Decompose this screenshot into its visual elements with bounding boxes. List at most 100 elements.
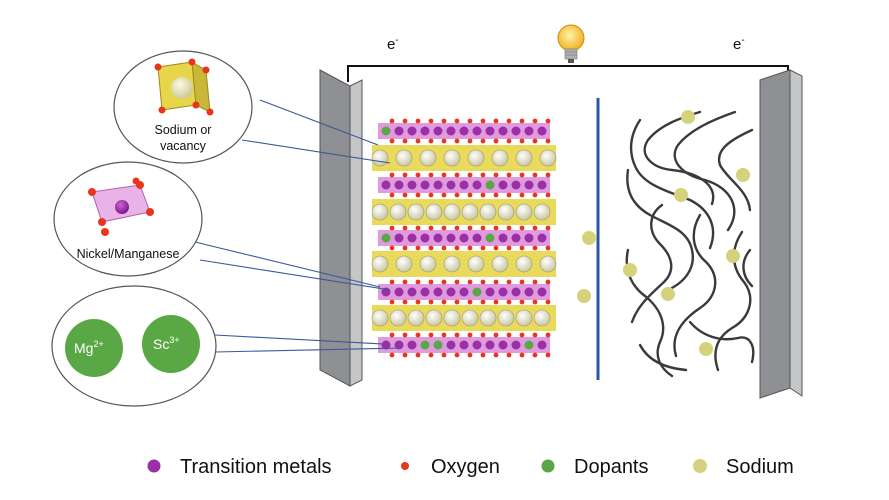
oxygen-atom [506,225,512,231]
oxygen-atom [454,225,460,231]
oxygen-atom [519,299,525,305]
transition-metal-atom [407,340,417,350]
oxygen-atom [493,172,499,178]
oxygen-atom [441,332,447,338]
oxygen-atom [467,245,473,251]
oxygen-atom [519,225,525,231]
transition-metal-atom [433,287,443,297]
electron-label-left: e- [387,35,399,53]
oxygen-atom [493,192,499,198]
oxygen-atom [480,225,486,231]
mg-dopant-badge: Mg2+ [65,319,123,377]
oxygen-atom [532,138,538,144]
transition-metal-atom [524,233,534,243]
oxygen-atom [428,332,434,338]
oxygen-atom [467,225,473,231]
oxygen-atom [532,225,538,231]
transition-metal-atom [446,233,456,243]
oxygen-atom [415,118,421,124]
cathode-electrode [319,69,363,387]
sodium-atom [425,203,443,221]
oxygen-atom [467,172,473,178]
transition-metal-atom [524,126,534,136]
oxygen-atom [441,172,447,178]
legend-label: Sodium [726,456,794,478]
oxygen-atom [519,352,525,358]
oxygen-atom [467,192,473,198]
sodium-atom [371,255,389,273]
oxygen-atom [467,279,473,285]
oxygen-atom [467,352,473,358]
oxygen-atom [506,118,512,124]
transition-metal-atom [394,233,404,243]
dopant-atom [485,180,495,190]
transition-metal-atom [459,180,469,190]
dopant-atom [485,233,495,243]
oxygen-atom [402,245,408,251]
oxygen-atom [428,299,434,305]
oxygen-atom [389,352,395,358]
oxygen-atom [532,172,538,178]
oxygen-atom [441,245,447,251]
sc-dopant-badge: Sc3+ [142,315,200,373]
oxygen-atom [506,332,512,338]
oxygen-atom [519,172,525,178]
oxygen-atom [402,172,408,178]
oxygen-atom [428,192,434,198]
oxygen-atom [415,279,421,285]
oxygen-atom [389,299,395,305]
dopant-atom [472,287,482,297]
sodium-atom [497,203,515,221]
oxygen-atom [415,352,421,358]
transition-metal-atom [537,180,547,190]
oxygen-atom [532,279,538,285]
oxygen-atom [402,299,408,305]
oxygen-atom [480,172,486,178]
legend-item-transition-metals: Transition metals [147,456,332,478]
oxygen-atom [545,138,551,144]
oxygen-atom [532,118,538,124]
transition-metal-atom [485,126,495,136]
oxygen-atom [506,299,512,305]
sodium-atom [407,203,425,221]
oxygen-atom [428,279,434,285]
oxygen-atom [493,225,499,231]
sodium-ions-free [577,110,750,356]
transition-metal-atom [394,126,404,136]
oxygen-atom [389,138,395,144]
oxygen-atom [428,118,434,124]
legend-label: Transition metals [180,456,332,478]
sodium-atom [407,309,425,327]
oxygen-atom [493,279,499,285]
circuit-wire [347,65,789,82]
oxygen-atom [415,225,421,231]
transition-metal-atom [394,340,404,350]
oxygen-atom [480,138,486,144]
oxygen-atom [480,332,486,338]
sodium-site-label-line2: vacancy [160,139,207,153]
oxygen-atom [441,118,447,124]
oxygen-atom [389,225,395,231]
oxygen-atom [480,245,486,251]
oxygen-atom [545,192,551,198]
oxygen-atom [441,352,447,358]
oxygen-atom [415,172,421,178]
callout-tm-site: Nickel/Manganese [53,161,203,277]
sodium-prism-icon [154,58,214,116]
oxygen-atom [519,138,525,144]
sodium-atom [443,149,461,167]
oxygen-atom [506,138,512,144]
sodium-atom [443,203,461,221]
sodium-atom [395,149,413,167]
transition-metal-atom [433,180,443,190]
oxygen-atom [493,118,499,124]
oxygen-atom [467,332,473,338]
oxygen-atom [480,279,486,285]
svg-text:Mg2+: Mg2+ [74,339,104,356]
sodium-atom [371,203,389,221]
oxygen-atom [519,279,525,285]
oxygen-atom [402,192,408,198]
legend-label: Oxygen [431,456,500,478]
transition-metal-atom [524,180,534,190]
sodium-atom [515,255,533,273]
